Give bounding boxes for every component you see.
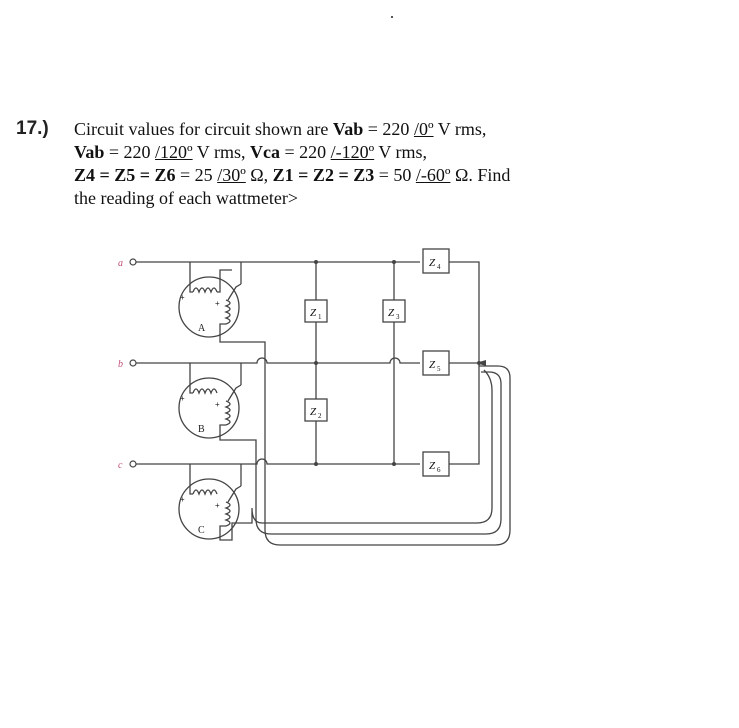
problem-line-2: Vab = 220 /120º V rms, Vca = 220 /-120º … [74,141,510,164]
z4-subscript: 4 [437,263,441,271]
line-c-wire [136,458,420,486]
plus-sign: + [215,501,220,510]
vab-symbol: Vab [332,119,364,139]
text-fragment: = 220 [279,142,331,162]
line-b-wire [136,357,420,385]
z1-label: Z [310,307,317,319]
wattmeter-c: + + C [178,478,242,540]
text-fragment: Circuit values for circuit shown are [74,119,333,139]
z6-label: Z [429,460,436,472]
text-fragment: Ω. Find [450,165,511,185]
arrow-marker [476,360,486,366]
z5-subscript: 5 [437,365,441,373]
impedance-z4: Z 4 [422,248,450,274]
text-fragment: = 220 [104,142,156,162]
plus-sign: + [215,400,220,409]
z3-subscript: 3 [396,313,400,321]
impedance-z5: Z 5 [422,350,450,376]
return-wire-b [219,371,502,535]
angle-value: /120º [155,142,193,162]
plus-sign: + [180,495,185,504]
junction-dot [314,462,318,466]
impedance-z6: Z 6 [422,451,450,477]
wattmeter-b: + + B [178,377,242,439]
terminal-c [129,460,137,468]
z456-symbol: Z4 = Z5 = Z6 [74,165,176,185]
z2-label: Z [310,406,317,418]
impedance-z3: Z 3 [382,299,406,323]
z3-label: Z [388,307,395,319]
angle-value: /30º [217,165,246,185]
z2-subscript: 2 [318,412,322,420]
vca-symbol: Vca [249,142,280,162]
problem-number: 17.) [16,118,49,139]
problem-line-4: the reading of each wattmeter> [74,188,299,208]
return-wire-c [219,369,493,541]
problem-line-1: Circuit values for circuit shown are Vab… [74,118,510,141]
terminal-a-label: a [118,258,123,269]
problem-line-3: Z4 = Z5 = Z6 = 25 /30º Ω, Z1 = Z2 = Z3 =… [74,164,510,187]
wye-neutral [449,261,480,465]
angle-value: /-60º [415,165,451,185]
terminal-c-label: c [118,460,123,471]
angle-value: /0º [413,119,434,139]
junction-dot [314,361,318,365]
terminal-b-label: b [118,359,123,370]
stray-dot [391,16,393,18]
terminal-b [129,359,137,367]
z123-symbol: Z1 = Z2 = Z3 [272,165,375,185]
angle-value: /-120º [330,142,375,162]
plus-sign: + [215,299,220,308]
text-fragment: V rms, [374,142,428,162]
z6-subscript: 6 [437,466,441,474]
vab-symbol: Vab [74,142,105,162]
wattmeter-a-label: A [198,323,206,334]
z5-label: Z [429,359,436,371]
text-fragment: = 50 [374,165,416,185]
line-a-wire [136,261,420,284]
plus-sign: + [180,293,185,302]
impedance-z1: Z 1 [304,299,328,323]
terminal-a [129,258,137,266]
wattmeter-b-label: B [198,424,205,435]
z1-subscript: 1 [318,313,322,321]
z4-label: Z [429,257,436,269]
problem-text: Circuit values for circuit shown are Vab… [74,118,510,210]
return-wire-a [219,330,511,546]
plus-sign: + [180,394,185,403]
impedance-z2: Z 2 [304,398,328,422]
text-fragment: V rms, [192,142,250,162]
wattmeter-a: + + A [178,269,242,338]
junction-dot [314,260,318,264]
wattmeter-c-label: C [198,525,205,536]
text-fragment: = 220 [363,119,414,139]
text-fragment: Ω, [245,165,273,185]
junction-dot [392,260,396,264]
text-fragment: = 25 [175,165,218,185]
text-fragment: V rms, [433,119,487,139]
junction-dot [392,462,396,466]
